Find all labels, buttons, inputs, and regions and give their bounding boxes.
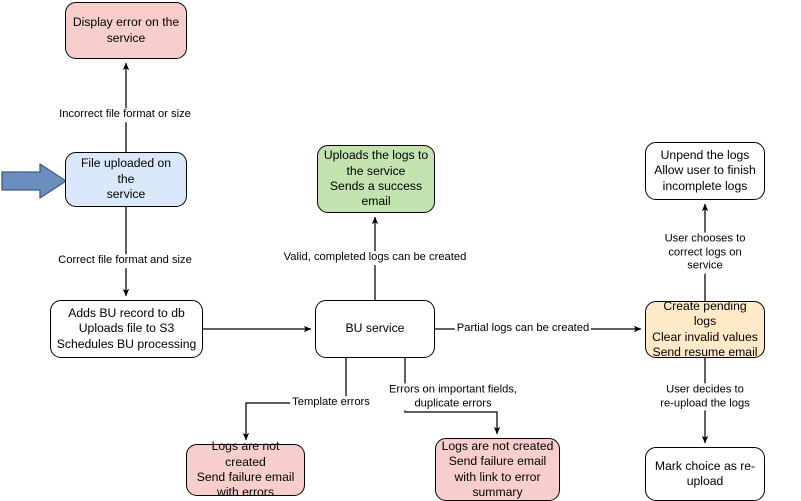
node-create-pending-logs-label: Create pending logs Clear invalid values… bbox=[652, 298, 758, 359]
node-display-error[interactable]: Display error on the service bbox=[65, 2, 187, 59]
node-display-error-label: Display error on the service bbox=[72, 15, 180, 45]
edge-label-correct-format: Correct file format and size bbox=[56, 254, 194, 268]
node-adds-bu-record-label: Adds BU record to db Uploads file to S3 … bbox=[56, 305, 197, 351]
edge-label-errors-important-fields: Errors on important fields, duplicate er… bbox=[386, 383, 520, 411]
node-logs-not-created-summary-label: Logs are not created Send failure email … bbox=[441, 438, 554, 499]
node-unpend-logs[interactable]: Unpend the logs Allow user to finish inc… bbox=[645, 142, 765, 200]
node-file-uploaded[interactable]: File uploaded on the service bbox=[65, 152, 187, 207]
node-logs-not-created-errors-label: Logs are not created Send failure email … bbox=[196, 439, 295, 500]
node-logs-not-created-errors[interactable]: Logs are not created Send failure email … bbox=[186, 439, 305, 499]
edge-label-partial-logs: Partial logs can be created bbox=[454, 322, 592, 336]
node-logs-not-created-summary[interactable]: Logs are not created Send failure email … bbox=[435, 438, 560, 501]
node-bu-service[interactable]: BU service bbox=[315, 300, 435, 358]
node-unpend-logs-label: Unpend the logs Allow user to finish inc… bbox=[654, 147, 756, 193]
node-bu-service-label: BU service bbox=[345, 321, 405, 336]
edge-label-incorrect-format: Incorrect file format or size bbox=[57, 108, 193, 122]
node-uploads-logs-success-label: Uploads the logs to the service Sends a … bbox=[323, 148, 429, 209]
node-uploads-logs-success[interactable]: Uploads the logs to the service Sends a … bbox=[317, 145, 435, 213]
edge-label-valid-completed-logs: Valid, completed logs can be created bbox=[281, 251, 469, 265]
edge-label-user-corrects-logs: User chooses to correct logs on service bbox=[657, 232, 753, 274]
entry-arrow-icon bbox=[1, 163, 67, 199]
node-create-pending-logs[interactable]: Create pending logs Clear invalid values… bbox=[645, 298, 765, 359]
edge-label-template-errors: Template errors bbox=[290, 396, 372, 410]
node-file-uploaded-label: File uploaded on the service bbox=[80, 156, 172, 202]
node-adds-bu-record[interactable]: Adds BU record to db Uploads file to S3 … bbox=[50, 300, 203, 358]
node-mark-choice-reupload-label: Mark choice as re- upload bbox=[654, 458, 756, 488]
edge-label-user-reupload: User decides to re-upload the logs bbox=[657, 383, 753, 411]
node-mark-choice-reupload[interactable]: Mark choice as re- upload bbox=[645, 447, 765, 501]
